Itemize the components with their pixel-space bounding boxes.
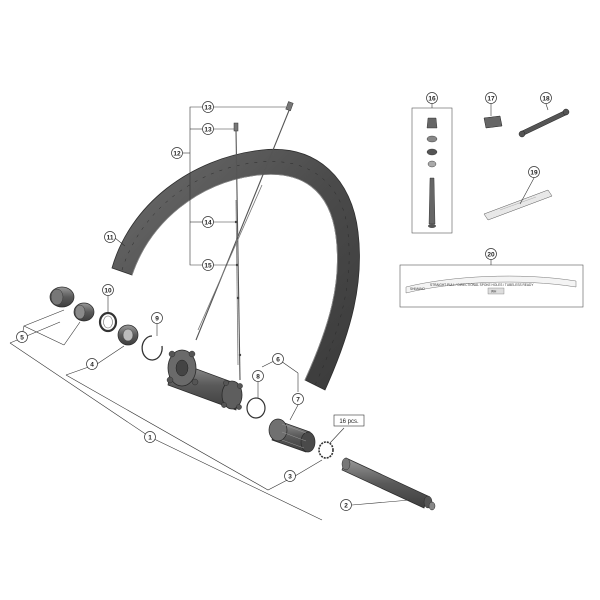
svg-text:18: 18 bbox=[542, 96, 550, 103]
svg-text:9: 9 bbox=[155, 316, 159, 323]
svg-text:6: 6 bbox=[276, 357, 280, 364]
callout-19: 19 bbox=[528, 166, 540, 178]
freehub-body-7 bbox=[268, 418, 316, 453]
ring-10 bbox=[98, 311, 118, 333]
callout-15: 15 bbox=[202, 259, 214, 271]
callout-11: 11 bbox=[104, 231, 116, 243]
callout-12: 12 bbox=[171, 147, 183, 159]
svg-text:8: 8 bbox=[256, 374, 260, 381]
callout-1: 1 bbox=[144, 431, 156, 443]
valve-nut-17 bbox=[483, 115, 503, 129]
ring-8 bbox=[246, 397, 266, 419]
callout-10: 10 bbox=[102, 284, 114, 296]
callout-9: 9 bbox=[151, 312, 163, 324]
callout-3: 3 bbox=[284, 470, 296, 482]
callouts: 1 2 3 4 5 6 7 8 bbox=[16, 92, 552, 511]
svg-text:12: 12 bbox=[173, 151, 181, 158]
svg-text:2: 2 bbox=[344, 503, 348, 510]
snap-ring-9 bbox=[141, 335, 163, 361]
svg-text:17: 17 bbox=[487, 96, 495, 103]
axle-2 bbox=[341, 457, 436, 511]
rim bbox=[111, 148, 360, 391]
spokes bbox=[195, 101, 294, 381]
callout-17: 17 bbox=[485, 92, 497, 104]
spoke-13a-line bbox=[195, 107, 291, 341]
spring-washer bbox=[318, 441, 334, 459]
callout-4: 4 bbox=[86, 358, 98, 370]
svg-text:14: 14 bbox=[204, 220, 212, 227]
svg-text:13: 13 bbox=[204, 105, 212, 112]
callout-14: 14 bbox=[202, 216, 214, 228]
svg-text:19: 19 bbox=[530, 170, 538, 177]
svg-text:10: 10 bbox=[104, 288, 112, 295]
svg-text:16: 16 bbox=[428, 96, 436, 103]
svg-text:1: 1 bbox=[148, 435, 152, 442]
spoke-13b-line bbox=[235, 129, 241, 381]
svg-text:15: 15 bbox=[204, 263, 212, 270]
callout-6: 6 bbox=[272, 353, 284, 365]
nipple-icon bbox=[233, 122, 239, 132]
rim-sticker-20: SHIMANO STRAIGHT PULL / DIRECTIONAL SPOK… bbox=[399, 264, 584, 308]
svg-text:13: 13 bbox=[204, 127, 212, 134]
valve-kit-16 bbox=[411, 107, 453, 234]
svg-text:20: 20 bbox=[487, 252, 495, 259]
callout-16: 16 bbox=[426, 92, 438, 104]
callout-13b: 13 bbox=[202, 123, 214, 135]
callout-8: 8 bbox=[252, 370, 264, 382]
callout-5: 5 bbox=[16, 331, 28, 343]
rim-tape-19 bbox=[483, 189, 553, 221]
spoke-tool-18 bbox=[518, 108, 570, 138]
svg-text:7: 7 bbox=[296, 397, 300, 404]
callout-13a: 13 bbox=[202, 101, 214, 113]
callout-20: 20 bbox=[485, 248, 497, 260]
svg-text:11: 11 bbox=[107, 235, 114, 242]
nipple-icon bbox=[285, 101, 294, 112]
quantity-note: 16 pcs. bbox=[333, 414, 365, 427]
sticker-badge: WH bbox=[491, 290, 497, 294]
svg-text:4: 4 bbox=[90, 362, 94, 369]
callout-2: 2 bbox=[340, 499, 352, 511]
quantity-label: 16 pcs. bbox=[339, 419, 359, 425]
svg-text:5: 5 bbox=[20, 335, 24, 342]
locknut-4 bbox=[117, 324, 139, 346]
sticker-brand: SHIMANO bbox=[410, 287, 425, 291]
hub-body bbox=[166, 349, 243, 411]
callout-18: 18 bbox=[540, 92, 552, 104]
svg-text:3: 3 bbox=[288, 474, 292, 481]
callout-7: 7 bbox=[292, 393, 304, 405]
sticker-text: STRAIGHT PULL / DIRECTIONAL SPOKE HOLES … bbox=[430, 283, 534, 287]
end-cap-5 bbox=[49, 286, 95, 322]
